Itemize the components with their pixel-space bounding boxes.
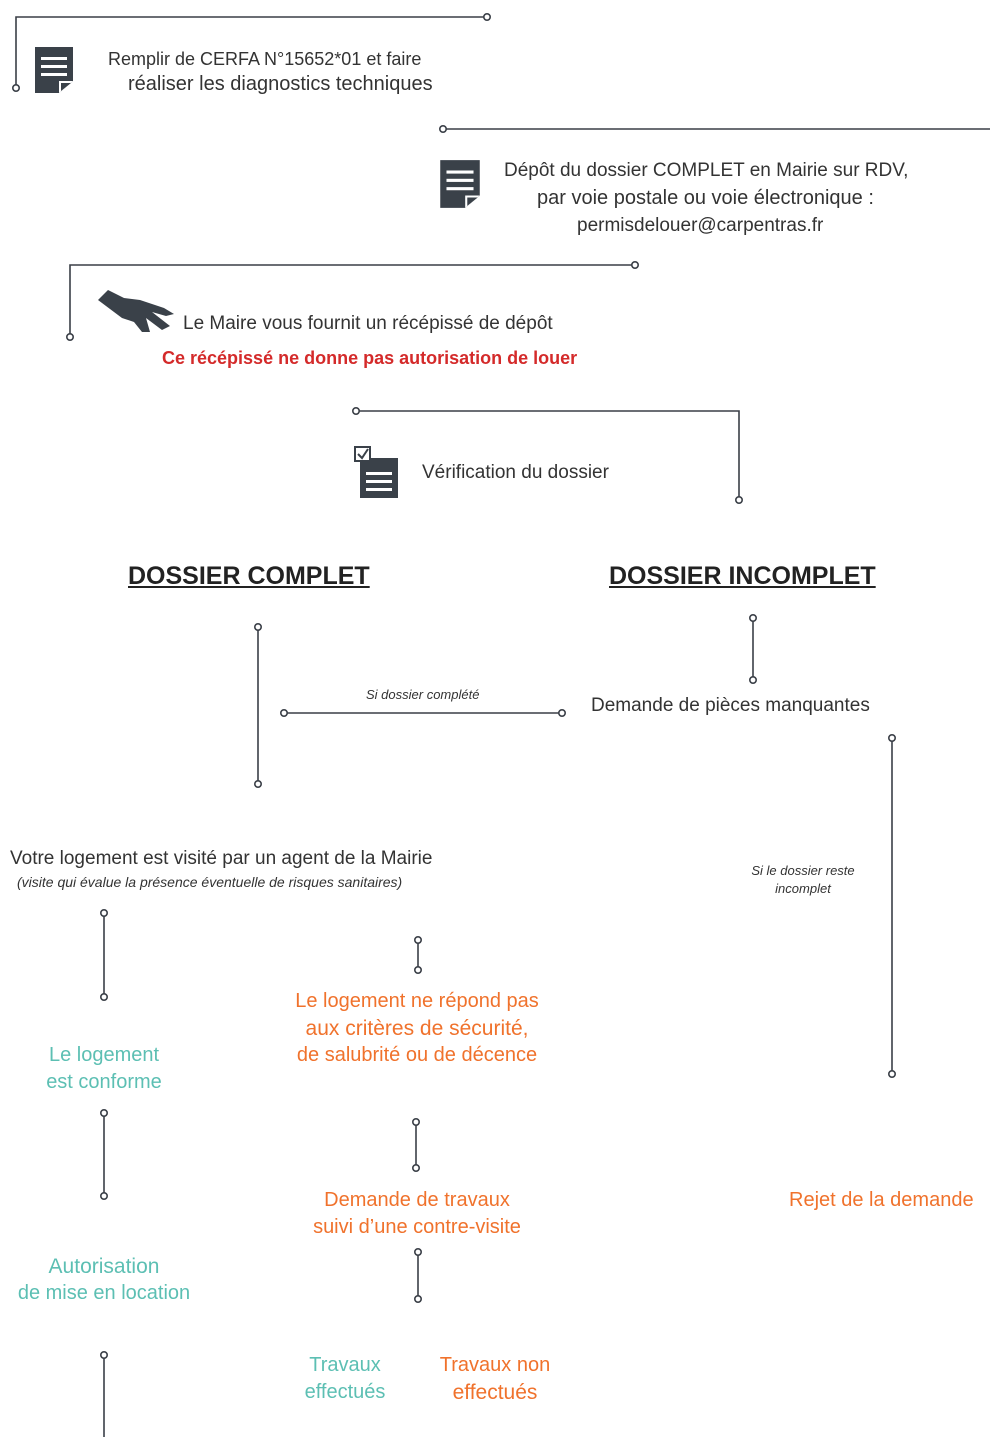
visit-note: (visite qui évalue la présence éventuell…: [17, 874, 403, 890]
works-done-line1: Travaux: [309, 1354, 381, 1376]
works-not-done-label: Travaux non effectués: [420, 1352, 570, 1406]
step3-warning: Ce récépissé ne donne pas autorisation d…: [162, 348, 578, 368]
step1-line1: Remplir de CERFA N°15652*01 et faire: [108, 49, 422, 69]
step2-line1: Dépôt du dossier COMPLET en Mairie sur R…: [504, 160, 909, 181]
step3-text: Le Maire vous fournit un récépissé de dé…: [183, 313, 553, 334]
works-not-done-line1: Travaux non: [439, 1354, 551, 1376]
non-conforme-label: Le logement ne répond pas aux critères d…: [266, 988, 568, 1069]
connector-step3: [69, 264, 635, 337]
step2-line2: par voie postale ou voie électronique :: [537, 187, 874, 209]
works-request-label: Demande de travaux suivi d’une contre-vi…: [266, 1187, 568, 1241]
still-incomplete-note: Si le dossier reste incomplet: [742, 862, 864, 898]
document-icon: [35, 47, 73, 93]
connector-step4: [356, 410, 740, 500]
conforme-line2: est conforme: [46, 1071, 162, 1093]
still-incomplete-note-line2: incomplet: [775, 881, 831, 896]
visit-text: Votre logement est visité par un agent d…: [10, 848, 433, 869]
connector-step1: [15, 16, 487, 88]
non-conforme-line3: de salubrité ou de décence: [296, 1044, 538, 1066]
completed-note: Si dossier complété: [366, 687, 480, 702]
authorisation-label: Autorisation de mise en location: [4, 1253, 204, 1307]
checklist-icon: [354, 446, 398, 498]
conforme-label: Le logement est conforme: [4, 1042, 204, 1096]
non-conforme-line2: aux critères de sécurité,: [305, 1017, 529, 1040]
step1-line2: réaliser les diagnostics techniques: [128, 73, 433, 95]
non-conforme-line1: Le logement ne répond pas: [295, 990, 539, 1012]
missing-pieces: Demande de pièces manquantes: [591, 695, 870, 716]
document-icon: [440, 160, 480, 208]
complete-heading: DOSSIER COMPLET: [128, 562, 370, 590]
conforme-line1: Le logement: [48, 1044, 160, 1066]
works-done-line2: effectués: [304, 1381, 386, 1403]
works-done-label: Travaux effectués: [285, 1352, 405, 1406]
works-line2: suivi d’une contre-visite: [313, 1216, 521, 1238]
rejection-label: Rejet de la demande: [789, 1189, 974, 1211]
step4-label: Vérification du dossier: [422, 462, 609, 483]
hand-icon: [98, 290, 174, 332]
authorisation-line1: Autorisation: [48, 1255, 160, 1278]
authorisation-line2: de mise en location: [17, 1282, 191, 1304]
works-not-done-line2: effectués: [452, 1381, 538, 1404]
step2-email: permisdelouer@carpentras.fr: [577, 215, 824, 236]
incomplete-heading: DOSSIER INCOMPLET: [609, 562, 876, 590]
works-line1: Demande de travaux: [324, 1189, 510, 1211]
still-incomplete-note-line1: Si le dossier reste: [751, 863, 855, 878]
